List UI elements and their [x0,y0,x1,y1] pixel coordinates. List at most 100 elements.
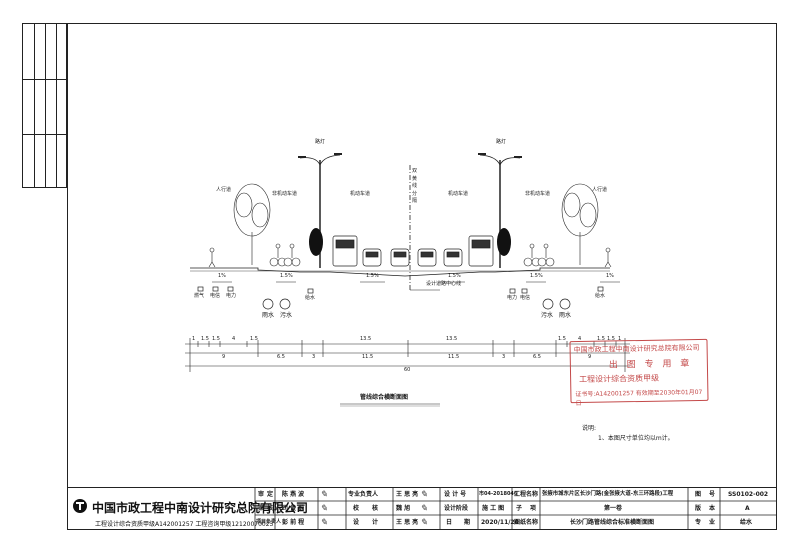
nonmotor-right-label: 非机动车道 [525,191,551,197]
streetlight-left-label: 路灯 [315,139,326,145]
dim-mid-1: 9 [222,354,226,360]
pipe-gas-label: 燃气 [194,293,205,299]
dim-top-3: 1.5 [212,336,220,342]
tb-r3-c8: 2020/11/20 [481,519,519,526]
tb-r1-c12: SS0102-002 [728,491,769,498]
slope-6: 1% [606,273,614,279]
sewage-right-label: 污水 [541,312,554,319]
company-name: 中国市政工程中南设计研究总院有限公司 [92,501,309,515]
median-label: 双黄线分隔 [412,168,418,204]
tb-r1-c2: 定 [267,491,274,498]
slope-2: 1.5% [280,273,293,279]
motor-left-label: 机动车道 [350,191,371,197]
dim-mid-6: 3 [502,354,506,360]
slope-5: 1.5% [530,273,543,279]
dim-top-4: 4 [232,336,236,342]
centerline-label: 设计道路中心线 [426,281,462,287]
tb-r3-c10: 长沙门路管线综合标准横断面图 [570,519,655,526]
dim-top-6: 13.5 [360,336,372,342]
dim-mid-8: 9 [588,354,592,360]
signature-project-lead: ✎ [320,518,328,528]
tb-r3-c6: 日 [446,519,453,526]
tb-r2-c10: 项 [530,505,537,512]
slope-1: 1% [218,273,226,279]
rain-left-label: 雨水 [262,312,275,319]
company-qualification: 工程设计综合资质甲级A142001257 工程咨询甲级12120070023 [95,521,274,528]
dim-top-10: 1.5 [597,336,605,342]
tb-r3-c1: 项目负责人 [256,519,282,525]
drawing-frame [67,23,777,530]
tb-r2-c14: A [745,505,750,512]
streetlight-right-label: 路灯 [496,139,507,145]
notes-label: 说明: [582,425,597,432]
note-1: 1、本图尺寸单位均以m计。 [598,435,674,442]
tb-r2-c13: 本 [709,505,716,512]
tb-r1-c8: 工程名称 [514,491,539,498]
tb-r1-c7: 市04-2018046 [479,491,518,497]
tb-r1-c4: 专业负责人 [348,491,379,498]
dim-mid-4: 11.5 [362,354,374,360]
signature-checker: ✎ [420,504,428,514]
dim-top-9: 4 [578,336,582,342]
tb-r3-c7: 期 [464,519,471,526]
pipe-power-right-label: 电力 [507,295,518,301]
binding-margin-grid [22,23,67,188]
tb-r3-c4: 计 [372,519,379,526]
signature-designer: ✎ [420,518,428,528]
dim-top-11: 1.5 [607,336,615,342]
dim-mid-3: 3 [312,354,316,360]
tb-r2-c11: 第一卷 [604,505,623,512]
tb-r2-c8: 施 工 图 [482,505,505,512]
signature-specialty-lead: ✎ [420,490,428,500]
dim-top-5: 1.5 [250,336,258,342]
tb-r3-c11: 专 [695,519,702,526]
dim-top-1: 1 [192,336,196,342]
dim-mid-7: 6.5 [533,354,541,360]
sidewalk-right-label: 人行道 [592,187,608,193]
dim-total: 60 [404,367,411,373]
tb-r3-c9: 图纸名称 [514,519,539,526]
tb-r2-c3: 司 俊 蔚 [282,505,305,512]
signature-approver: ✎ [320,490,328,500]
drawing-title: 管线综合横断面图 [360,394,409,401]
tb-r2-c4: 校 [353,505,360,512]
tb-r3-c13: 给水 [740,519,753,526]
tb-r1-c10: 图 [695,491,702,498]
tb-r1-c1: 审 [258,491,265,498]
nonmotor-left-label: 非机动车道 [272,191,298,197]
pipe-water-left-label: 给水 [305,295,316,301]
tb-r1-c3: 陈 燕 波 [282,491,305,498]
tb-r2-c5: 核 [372,505,379,512]
tb-r2-c12: 版 [695,505,702,512]
company-logo-icon [72,498,88,517]
tb-r3-c5: 王 思 亮 [396,519,419,526]
tb-r2-c7: 设计阶段 [444,505,469,512]
sewage-left-label: 污水 [280,312,293,319]
tb-r1-c9: 张掖市城东片区长沙门路(金张掖大道-东三环路段)工程 [542,491,674,497]
pipe-telecom-left-label: 电信 [210,293,221,299]
tb-r1-c5: 王 思 亮 [396,491,419,498]
dim-top-8: 1.5 [558,336,566,342]
slope-4: 1.5% [448,273,461,279]
pipe-power-left-label: 电力 [226,293,237,299]
pipe-water-right-label: 给水 [595,293,606,299]
slope-3: 1.5% [366,273,379,279]
dim-top-12: 1 [618,336,622,342]
tb-r3-c12: 业 [709,519,716,526]
pipe-telecom-right-label: 电信 [520,295,531,301]
dim-mid-5: 11.5 [448,354,460,360]
dim-top-2: 1.5 [201,336,209,342]
tb-r2-c9: 子 [516,505,523,512]
rain-right-label: 雨水 [559,312,572,319]
signature-reviewer: ✎ [320,504,328,514]
dim-top-7: 13.5 [446,336,458,342]
tb-r1-c11: 号 [709,491,716,498]
tb-r2-c1: 审 [258,505,265,512]
tb-r3-c2: 彭 前 程 [282,519,305,526]
title-block [67,487,777,530]
sidewalk-left-label: 人行道 [216,187,232,193]
tb-r2-c6: 魏 旭 [396,505,411,512]
